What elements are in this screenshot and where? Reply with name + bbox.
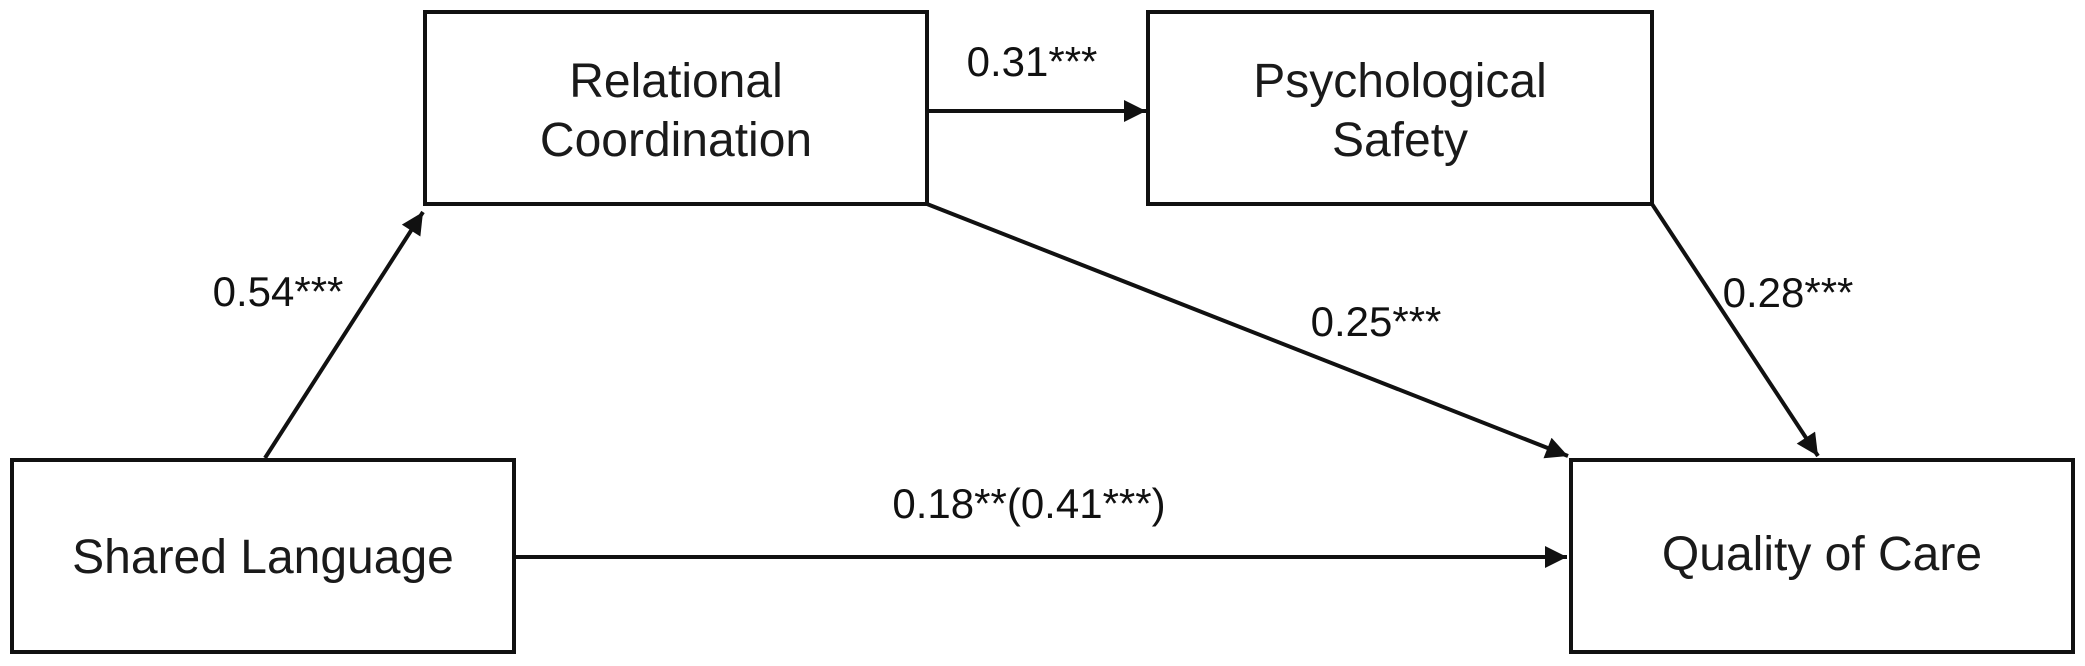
node-quality-of-care: Quality of Care xyxy=(1569,458,2075,654)
edge-relational-to-psychological: 0.31*** xyxy=(927,38,1146,122)
node-quality-of-care-label: Quality of Care xyxy=(1662,528,1982,581)
edge-label-psychological-to-quality: 0.28*** xyxy=(1723,269,1854,316)
node-shared-language-label: Shared Language xyxy=(72,531,454,584)
edge-relational-to-quality: 0.25*** xyxy=(926,202,1569,459)
node-psychological-safety-line-1: Psychological xyxy=(1253,55,1546,108)
node-relational-coordination: Relational Coordination xyxy=(423,10,929,206)
node-relational-coordination-line-2: Coordination xyxy=(540,114,812,167)
node-psychological-safety: Psychological Safety xyxy=(1146,10,1654,206)
node-psychological-safety-line-2: Safety xyxy=(1332,114,1468,167)
edge-label-shared-to-relational: 0.54*** xyxy=(213,268,344,315)
edge-shared-to-relational: 0.54*** xyxy=(213,210,425,460)
edge-shared-to-quality: 0.18**(0.41***) xyxy=(514,480,1567,568)
node-shared-language: Shared Language xyxy=(10,458,516,654)
edge-label-shared-to-quality: 0.18**(0.41***) xyxy=(892,480,1165,527)
edge-label-relational-to-psychological: 0.31*** xyxy=(967,38,1098,85)
edge-psychological-to-quality: 0.28*** xyxy=(1650,202,1854,458)
edge-label-relational-to-quality: 0.25*** xyxy=(1311,298,1442,345)
node-relational-coordination-line-1: Relational xyxy=(569,55,782,108)
